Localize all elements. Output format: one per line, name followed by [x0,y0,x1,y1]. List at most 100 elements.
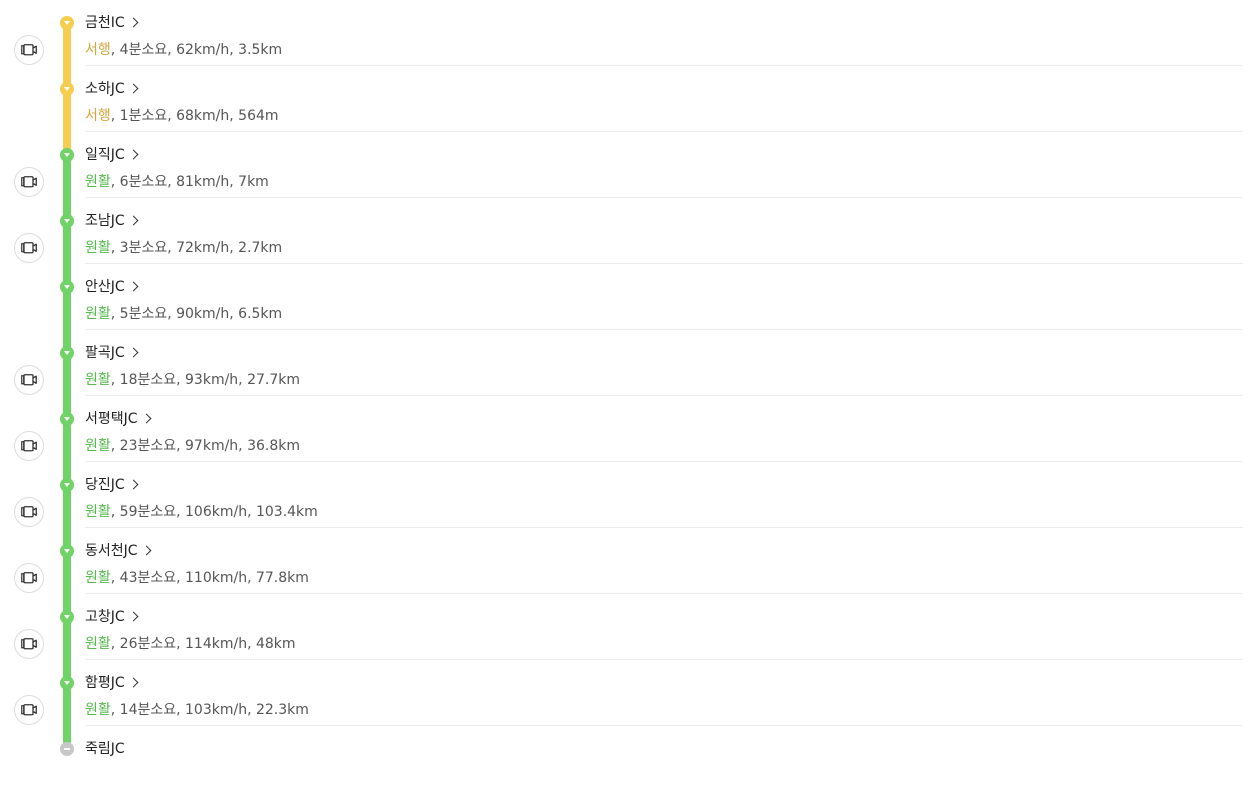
traffic-info: 서행, 4분소요, 62km/h, 3.5km [85,40,282,60]
traffic-status: 원활 [85,504,111,520]
route-node-icon [60,214,74,228]
stop-name: 고창JC [85,609,125,625]
stop-name: 소하JC [85,81,125,97]
traffic-status: 서행 [85,108,111,124]
traffic-details: , 3분소요, 72km/h, 2.7km [110,240,283,256]
cctv-camera-button[interactable] [14,233,44,263]
traffic-info: 서행, 1분소요, 68km/h, 564m [85,106,279,126]
row-divider [85,395,1243,396]
route-stop-row: 일직JC 원활, 6분소요, 81km/h, 7km [0,132,1249,198]
end-stop-name: 죽림JC [85,741,125,757]
traffic-details: , 18분소요, 93km/h, 27.7km [110,372,300,388]
row-divider [85,725,1243,726]
stop-name: 함평JC [85,675,125,691]
route-line-segment [63,419,71,485]
traffic-details: , 43분소요, 110km/h, 77.8km [110,570,309,586]
stop-name-link[interactable]: 조남JC [85,211,139,231]
stop-name-link[interactable]: 고창JC [85,607,139,627]
stop-name-link[interactable]: 서평택JC [85,409,151,429]
row-divider [85,593,1243,594]
route-stop-row: 안산JC 원활, 5분소요, 90km/h, 6.5km [0,264,1249,330]
traffic-info: 원활, 6분소요, 81km/h, 7km [85,172,269,192]
route-node-icon [60,16,74,30]
row-divider [85,461,1243,462]
cctv-camera-button[interactable] [14,167,44,197]
route-node-icon [60,544,74,558]
route-stop-row: 소하JC 서행, 1분소요, 68km/h, 564m [0,66,1249,132]
route-line-segment [63,617,71,683]
traffic-details: , 26분소요, 114km/h, 48km [110,636,296,652]
chevron-right-icon [128,677,139,688]
chevron-right-icon [141,545,151,556]
traffic-info: 원활, 14분소요, 103km/h, 22.3km [85,700,309,720]
route-node-icon [60,610,74,624]
row-divider [85,329,1243,330]
route-line-segment [63,683,71,749]
stop-name: 조남JC [85,213,125,229]
camera-icon [21,440,37,452]
camera-icon [21,506,37,518]
stop-name-link[interactable]: 일직JC [85,145,139,165]
row-divider [85,131,1243,132]
stop-name: 서평택JC [85,411,138,427]
traffic-info: 원활, 18분소요, 93km/h, 27.7km [85,370,300,390]
stop-name-link[interactable]: 안산JC [85,277,139,297]
camera-icon [21,176,37,188]
cctv-camera-button[interactable] [14,695,44,725]
route-node-icon [60,478,74,492]
stop-name-link[interactable]: 소하JC [85,79,139,99]
traffic-status: 서행 [85,42,111,58]
route-node-icon [60,676,74,690]
cctv-camera-button[interactable] [14,431,44,461]
stop-name-link[interactable]: 금천IC [85,13,139,33]
route-node-icon [60,412,74,426]
traffic-status: 원활 [85,240,111,256]
row-divider [85,527,1243,528]
stop-name-link[interactable]: 팔곡JC [85,343,139,363]
cctv-camera-button[interactable] [14,563,44,593]
traffic-details: , 59분소요, 106km/h, 103.4km [110,504,318,520]
traffic-status: 원활 [85,438,111,454]
row-divider [85,65,1243,66]
cctv-camera-button[interactable] [14,629,44,659]
stop-name-link[interactable]: 당진JC [85,475,139,495]
route-line-segment [63,23,71,89]
stop-name-link[interactable]: 동서천JC [85,541,151,561]
traffic-status: 원활 [85,636,111,652]
chevron-right-icon [128,281,139,292]
route-stop-row: 고창JC 원활, 26분소요, 114km/h, 48km [0,594,1249,660]
stop-name: 팔곡JC [85,345,125,361]
cctv-camera-button[interactable] [14,365,44,395]
cctv-camera-button[interactable] [14,35,44,65]
camera-icon [21,242,37,254]
traffic-status: 원활 [85,570,111,586]
traffic-info: 원활, 23분소요, 97km/h, 36.8km [85,436,300,456]
route-stop-row: 금천IC 서행, 4분소요, 62km/h, 3.5km [0,0,1249,66]
cctv-camera-button[interactable] [14,497,44,527]
traffic-status: 원활 [85,174,111,190]
route-line-segment [63,155,71,221]
route-line-segment [63,551,71,617]
traffic-details: , 14분소요, 103km/h, 22.3km [110,702,309,718]
route-stop-row: 조남JC 원활, 3분소요, 72km/h, 2.7km [0,198,1249,264]
chevron-right-icon [128,347,139,358]
route-line-segment [63,353,71,419]
stop-name: 안산JC [85,279,125,295]
stop-name-link[interactable]: 함평JC [85,673,139,693]
traffic-details: , 4분소요, 62km/h, 3.5km [110,42,283,58]
stop-name: 금천IC [85,15,125,31]
route-stop-row: 당진JC 원활, 59분소요, 106km/h, 103.4km [0,462,1249,528]
route-line-segment [63,221,71,287]
traffic-info: 원활, 26분소요, 114km/h, 48km [85,634,296,654]
stop-name: 당진JC [85,477,125,493]
route-line-segment [63,89,71,155]
camera-icon [21,704,37,716]
row-divider [85,659,1243,660]
traffic-info: 원활, 59분소요, 106km/h, 103.4km [85,502,318,522]
camera-icon [21,638,37,650]
chevron-right-icon [141,413,151,424]
traffic-info: 원활, 5분소요, 90km/h, 6.5km [85,304,282,324]
route-stop-row: 팔곡JC 원활, 18분소요, 93km/h, 27.7km [0,330,1249,396]
traffic-info: 원활, 43분소요, 110km/h, 77.8km [85,568,309,588]
traffic-details: , 5분소요, 90km/h, 6.5km [110,306,283,322]
